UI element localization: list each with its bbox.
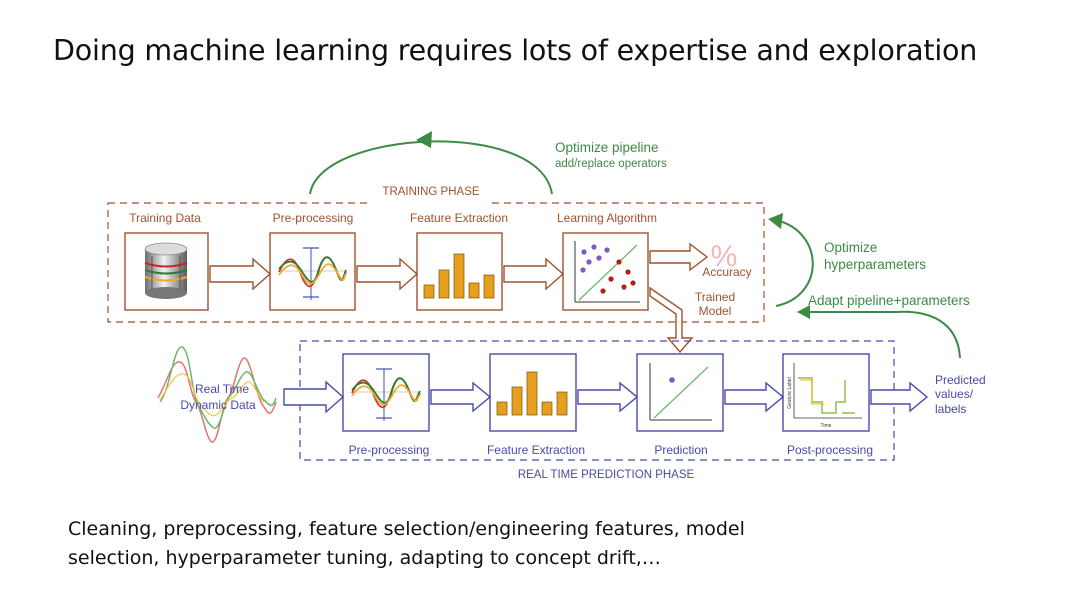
accuracy-symbol: % <box>711 240 738 273</box>
trained-model-label-line1: Trained <box>695 290 735 304</box>
realtime-input-label-line2: Dynamic Data <box>180 398 256 412</box>
training-phase-label-bg <box>372 197 492 207</box>
post-processing-box <box>782 353 870 432</box>
trained-model-label-line2: Model <box>699 304 732 318</box>
gesture-label-chart-icon <box>793 363 862 419</box>
training-arrow-3 <box>503 257 565 291</box>
adapt-pipeline-loop-arrow <box>808 310 961 359</box>
prediction-phase-label: REAL TIME PREDICTION PHASE <box>518 469 695 481</box>
gesture-axis-y-label: Gesture Label <box>787 377 793 408</box>
caption-line-2: selection, hyperparameter tuning, adapti… <box>68 547 661 569</box>
optimize-hyperparameters-loop-arrow <box>775 219 814 307</box>
accuracy-label: Accuracy <box>702 265 751 279</box>
histogram-icon <box>423 253 495 299</box>
prediction-arrow-1 <box>430 381 492 413</box>
histogram-icon <box>496 371 568 416</box>
stage-label-prediction-feature-extraction: Feature Extraction <box>487 443 585 457</box>
optimize-pipeline-label-line1: Optimize pipeline <box>555 140 659 155</box>
optimize-pipeline-arrowhead <box>416 131 432 148</box>
optimize-pipeline-label-line2: add/replace operators <box>555 158 667 170</box>
trained-model-arrow <box>649 286 694 354</box>
prediction-arrow-2 <box>577 381 639 413</box>
training-arrow-1 <box>209 257 272 291</box>
training-arrow-2 <box>356 257 419 291</box>
prediction-output-arrow <box>870 381 929 413</box>
realtime-input-label-line1: Real Time <box>195 382 249 396</box>
learning-algorithm-box <box>562 232 649 311</box>
training-phase-label: TRAINING PHASE <box>382 186 479 198</box>
signal-waveform-icon <box>351 368 421 421</box>
adapt-pipeline-arrowhead <box>797 305 810 319</box>
prediction-plot-icon <box>649 363 712 421</box>
stage-label-prediction-preprocessing: Pre-processing <box>349 443 430 457</box>
slide-caption: Cleaning, preprocessing, feature selecti… <box>68 515 745 573</box>
accuracy-arrow <box>649 242 709 272</box>
stage-label-training-feature-extraction: Feature Extraction <box>410 211 508 225</box>
stage-label-training-preprocessing: Pre-processing <box>273 211 354 225</box>
prediction-arrow-3 <box>724 381 785 413</box>
stage-label-training-data: Training Data <box>129 211 201 225</box>
database-icon <box>144 242 188 299</box>
output-label-line2: values/ <box>935 387 974 401</box>
prediction-box <box>636 353 724 432</box>
output-label-line1: Predicted <box>935 373 986 387</box>
optimize-hyperparameters-label-line1: Optimize <box>824 240 877 255</box>
caption-line-1: Cleaning, preprocessing, feature selecti… <box>68 518 745 540</box>
output-label-line3: labels <box>935 402 966 416</box>
optimize-hyperparameters-arrowhead <box>768 213 783 229</box>
signal-waveform-icon <box>278 247 347 300</box>
prediction-input-arrow <box>283 380 345 414</box>
optimize-hyperparameters-label-line2: hyperparameters <box>824 257 926 272</box>
stage-label-prediction: Prediction <box>654 443 707 457</box>
realtime-signal-icon <box>157 346 277 443</box>
prediction-preprocessing-box <box>342 353 430 432</box>
slide-title: Doing machine learning requires lots of … <box>53 34 978 67</box>
adapt-pipeline-label: Adapt pipeline+parameters <box>808 293 970 308</box>
stage-label-post-processing: Post-processing <box>787 443 873 457</box>
stage-label-learning-algorithm: Learning Algorithm <box>557 211 657 225</box>
gesture-axis-x-label: Time <box>821 423 832 429</box>
scatter-classifier-icon <box>574 241 640 303</box>
